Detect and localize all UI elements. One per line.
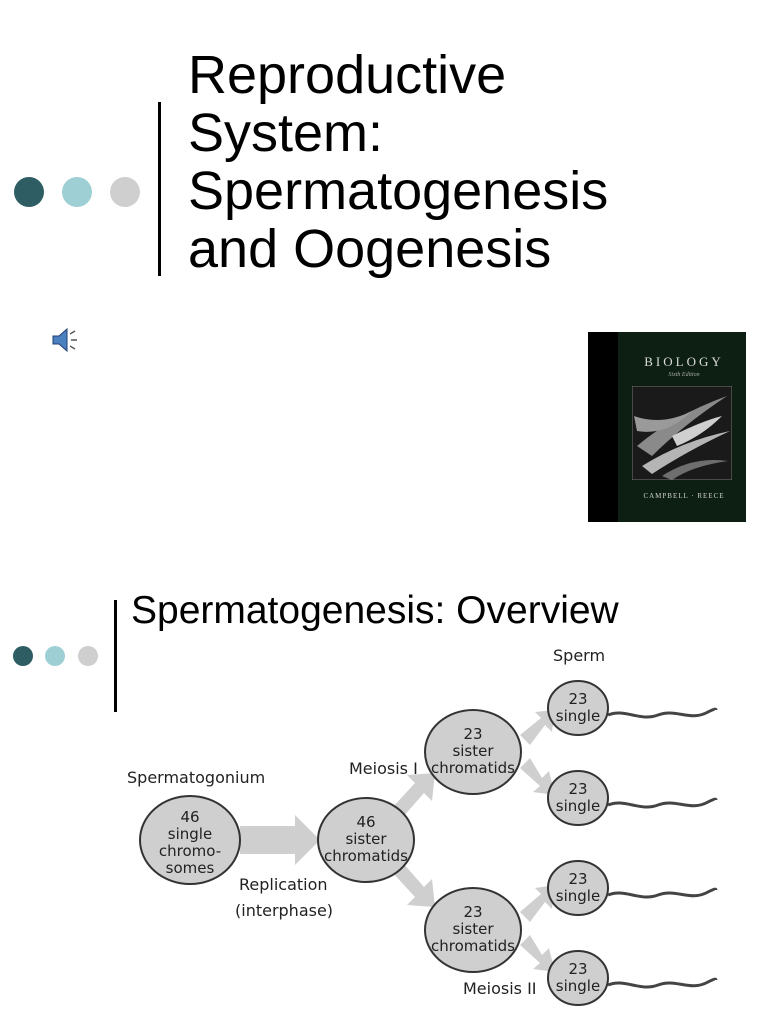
title-line: Spermatogenesis bbox=[188, 161, 609, 221]
label-spermatogonium: Spermatogonium bbox=[127, 768, 265, 787]
sperm-tail bbox=[607, 977, 718, 989]
title-divider bbox=[114, 600, 117, 712]
slide-title: Spermatogenesis: Overview bbox=[131, 589, 619, 632]
bullet-dot-gray bbox=[78, 646, 98, 666]
meiosis2-arrow-2 bbox=[520, 758, 555, 795]
cell-sperm bbox=[547, 770, 609, 826]
meiosis2-arrow-3 bbox=[520, 885, 555, 922]
title-divider bbox=[158, 102, 161, 276]
bullet-dot-dark bbox=[14, 177, 44, 207]
meiosis1-arrow-up bbox=[392, 773, 435, 818]
book-authors: CAMPBELL · REECE bbox=[643, 492, 725, 500]
cell-text: 23 bbox=[568, 870, 587, 888]
cell-secondary-bottom bbox=[424, 887, 522, 973]
cell-text: single bbox=[556, 797, 600, 815]
bullet-dot-gray bbox=[110, 177, 140, 207]
cell-text: 46 bbox=[356, 813, 375, 831]
cell-text: sister bbox=[452, 920, 494, 938]
cell-text: 23 bbox=[568, 780, 587, 798]
label-interphase: (interphase) bbox=[235, 901, 333, 920]
meiosis2-arrow-4 bbox=[520, 935, 555, 972]
cell-text: single bbox=[556, 707, 600, 725]
plant-photo-image bbox=[632, 386, 732, 480]
cell-text: 23 bbox=[568, 960, 587, 978]
label-meiosis-2: Meiosis II bbox=[463, 979, 537, 998]
cell-text: sister bbox=[452, 742, 494, 760]
biology-book-cover: BIOLOGY Sixth Edition CAMPBELL · REECE bbox=[588, 332, 746, 522]
label-sperm: Sperm bbox=[553, 646, 605, 665]
cell-text: single bbox=[556, 977, 600, 995]
cell-text: 23 bbox=[463, 903, 482, 921]
bullet-dot-teal bbox=[62, 177, 92, 207]
cell-text: chromatids bbox=[431, 937, 515, 955]
title-line: System: bbox=[188, 103, 384, 163]
title-line: and Oogenesis bbox=[188, 219, 552, 279]
sperm-tail bbox=[607, 707, 718, 719]
cell-text: single bbox=[556, 887, 600, 905]
cell-text: single bbox=[168, 825, 212, 843]
bullet-dot-teal bbox=[45, 646, 65, 666]
cell-replicated bbox=[317, 797, 415, 883]
meiosis2-arrow-1 bbox=[520, 710, 555, 745]
title-line: Reproductive bbox=[188, 45, 507, 105]
replication-arrow bbox=[240, 815, 320, 865]
cell-text: chromo- bbox=[159, 842, 221, 860]
book-title: BIOLOGY bbox=[644, 354, 724, 369]
bullet-dot-dark bbox=[13, 646, 33, 666]
cell-secondary-top bbox=[424, 709, 522, 795]
cell-sperm bbox=[547, 860, 609, 916]
cell-sperm bbox=[547, 950, 609, 1006]
cell-text: chromatids bbox=[431, 759, 515, 777]
cell-text: 46 bbox=[180, 808, 199, 826]
cell-text: 23 bbox=[463, 725, 482, 743]
cell-spermatogonium bbox=[139, 795, 241, 885]
book-edition: Sixth Edition bbox=[668, 372, 700, 378]
cell-sperm bbox=[547, 680, 609, 736]
sperm-tail bbox=[607, 887, 718, 899]
label-replication: Replication bbox=[239, 875, 328, 894]
speaker-icon[interactable] bbox=[50, 325, 80, 355]
cell-text: chromatids bbox=[324, 847, 408, 865]
book-spine bbox=[588, 332, 618, 522]
label-meiosis-1: Meiosis I bbox=[349, 759, 418, 778]
cell-text: sister bbox=[345, 830, 387, 848]
cell-text: somes bbox=[166, 859, 215, 877]
slide-title: Reproductive System: Spermatogenesis and… bbox=[188, 46, 758, 278]
sperm-tail bbox=[607, 797, 718, 809]
cell-text: 23 bbox=[568, 690, 587, 708]
meiosis1-arrow-down bbox=[392, 862, 435, 907]
spermatogenesis-diagram: Sperm Spermatogonium Meiosis I Replicati… bbox=[127, 646, 718, 1006]
